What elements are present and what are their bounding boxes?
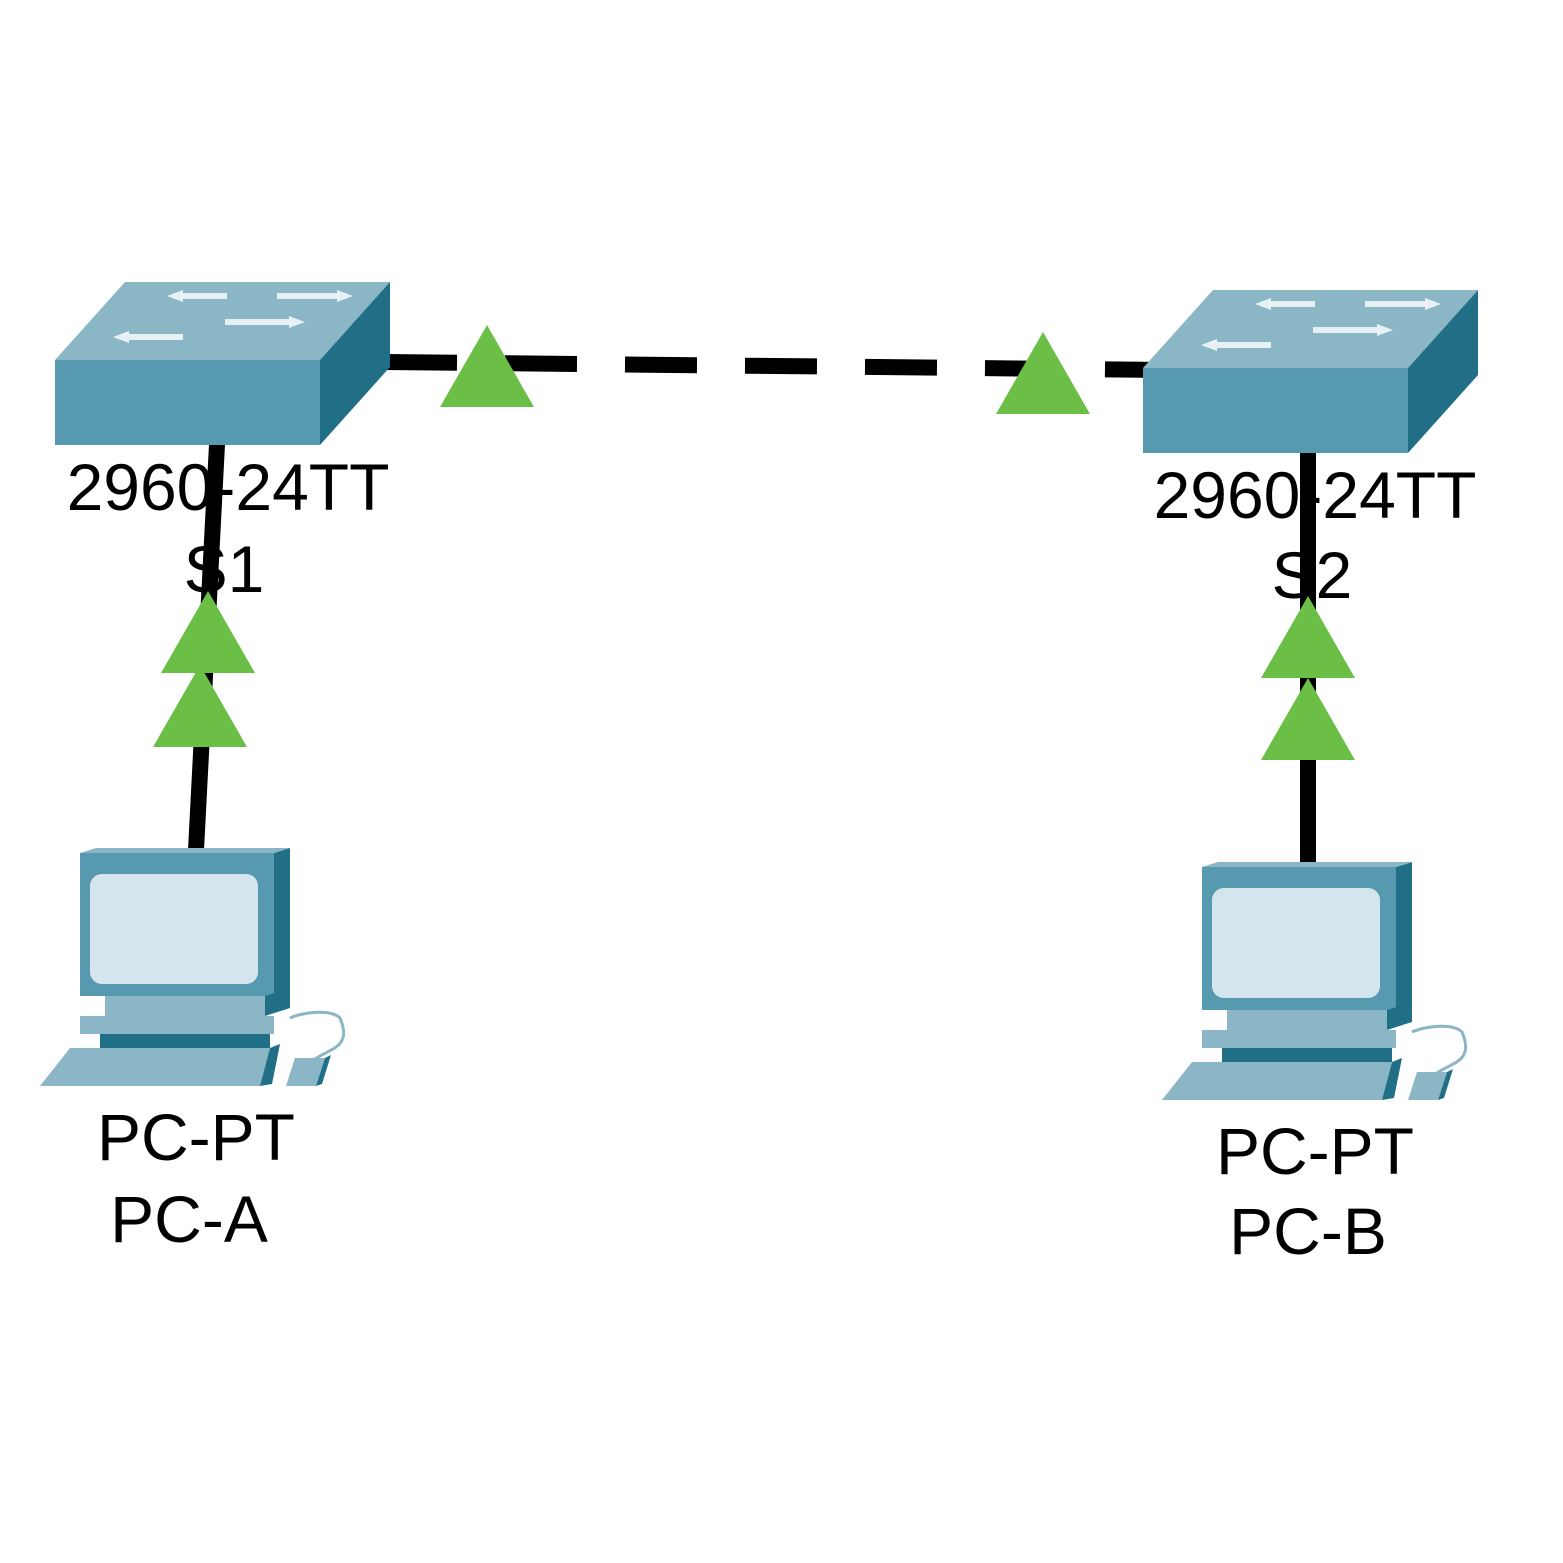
link-up-triangle-icon — [153, 665, 247, 747]
pc-b-name-label: PC-B — [1229, 1194, 1387, 1268]
pc-a-icon[interactable] — [38, 846, 346, 1088]
s2-name-label: S2 — [1272, 538, 1353, 612]
pc-b-icon[interactable] — [1160, 860, 1468, 1102]
pc-a-model-label: PC-PT — [97, 1100, 295, 1174]
switch-s1-icon[interactable] — [55, 282, 390, 445]
pc-b-model-label: PC-PT — [1216, 1114, 1414, 1188]
switch-s2-icon[interactable] — [1143, 290, 1478, 453]
s2-model-label: 2960-24TT — [1154, 458, 1477, 532]
pc-a-name-label: PC-A — [110, 1182, 268, 1256]
s1-model-label: 2960-24TT — [67, 450, 390, 524]
link-up-triangle-icon — [1261, 678, 1355, 760]
s1-name-label: S1 — [184, 532, 265, 606]
